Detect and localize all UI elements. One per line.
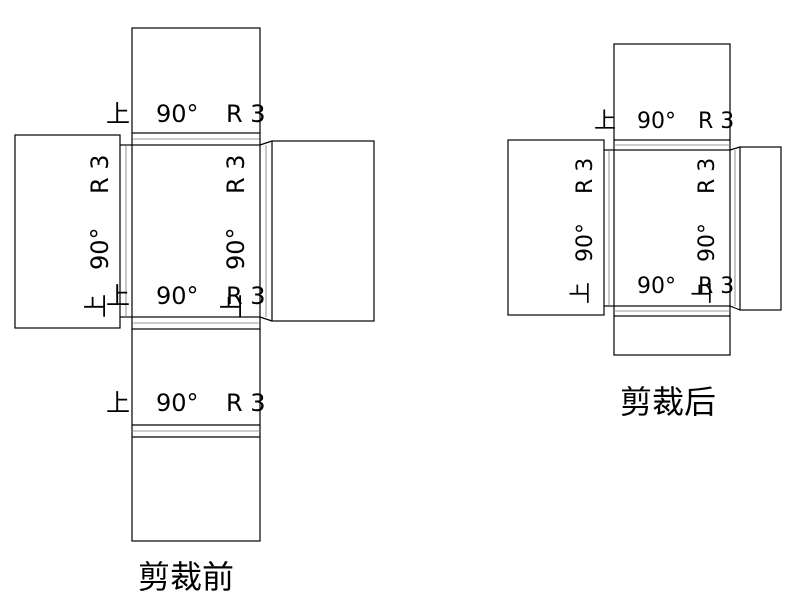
caption-after: 剪裁后 — [620, 383, 716, 421]
center-panel-after — [613, 149, 731, 307]
up-mark-right-after: 上 — [691, 282, 716, 304]
left-flap-before — [14, 134, 121, 329]
right-flap-before — [271, 140, 375, 322]
before-trim-layout: 上 90° R 3 上 90° R 3 上 90° R 3 90° R 3 上 … — [14, 27, 375, 596]
center-panel-before — [131, 144, 261, 318]
after-trim-layout: 上 90° R 3 90° R 3 90° R 3 上 90° R 3 上 剪裁… — [507, 43, 782, 421]
radius-note-bottom: R 3 — [226, 389, 266, 417]
bottom-flap-after — [613, 315, 731, 356]
top-flap-before — [131, 27, 261, 134]
radius-note-top-after: R 3 — [698, 109, 734, 134]
up-mark-top-after: 上 — [594, 109, 616, 134]
right-flap-after — [739, 146, 782, 311]
up-mark-bottom: 上 — [106, 389, 130, 417]
radius-note-center-after: R 3 — [698, 274, 734, 299]
radius-note-right: R 3 — [222, 154, 250, 194]
angle-note-top: 90° — [156, 100, 199, 128]
radius-note-left: R 3 — [86, 154, 114, 194]
radius-note-left-after: R 3 — [573, 158, 598, 194]
up-mark-top: 上 — [106, 100, 130, 128]
angle-note-center-after: 90° — [637, 274, 676, 299]
bottom-flap-before — [131, 328, 261, 542]
up-mark-center: 上 — [106, 282, 130, 310]
up-mark-left: 上 — [82, 294, 110, 318]
angle-note-right: 90° — [222, 227, 250, 270]
caption-before: 剪裁前 — [138, 558, 234, 596]
left-flap-after — [507, 139, 605, 316]
angle-note-left: 90° — [86, 227, 114, 270]
radius-note-right-after: R 3 — [695, 158, 720, 194]
radius-note-center: R 3 — [226, 282, 266, 310]
angle-note-right-after: 90° — [695, 223, 720, 262]
angle-note-left-after: 90° — [573, 223, 598, 262]
angle-note-bottom: 90° — [156, 389, 199, 417]
angle-note-center: 90° — [156, 282, 199, 310]
up-mark-right: 上 — [218, 294, 246, 318]
radius-note-top: R 3 — [226, 100, 266, 128]
up-mark-left-after: 上 — [569, 282, 594, 304]
angle-note-top-after: 90° — [637, 109, 676, 134]
top-flap-after — [613, 43, 731, 141]
